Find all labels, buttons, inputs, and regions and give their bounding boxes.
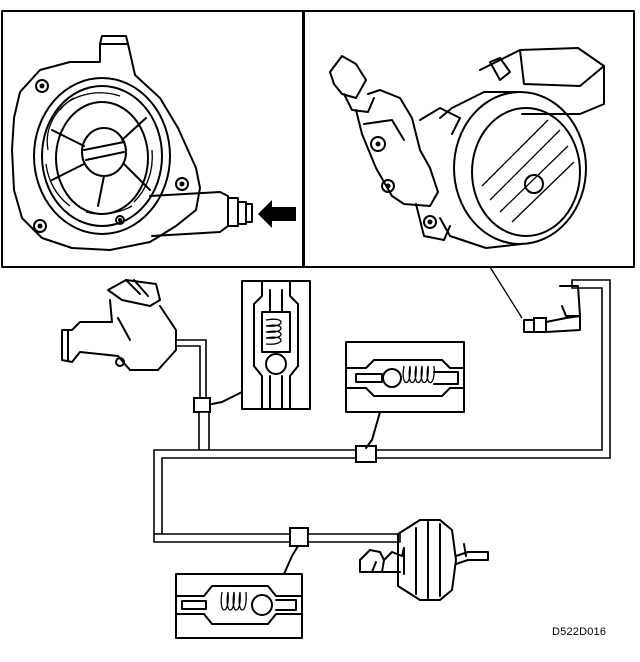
check-valve-icon: [175, 573, 303, 639]
side-view-leader-line: [489, 266, 523, 319]
check-valve-icon: [241, 280, 311, 410]
inline-connector-icon: [523, 285, 581, 333]
detail-1-leader: [211, 391, 243, 405]
arrow-icon: [258, 200, 296, 228]
detail-3-leader: [283, 545, 299, 575]
vacuum-pump-side-view: [329, 47, 605, 249]
figure-reference-code: D522D016: [552, 626, 607, 638]
brake-booster-icon: [359, 519, 489, 601]
vacuum-pump-front-view: [11, 35, 253, 251]
manifold-icon: [61, 279, 177, 371]
detail-2-leader: [365, 411, 381, 449]
vacuum-hose-network: [153, 279, 611, 547]
check-valve-icon: [345, 341, 465, 413]
panel-frame-side-view: [303, 10, 635, 268]
